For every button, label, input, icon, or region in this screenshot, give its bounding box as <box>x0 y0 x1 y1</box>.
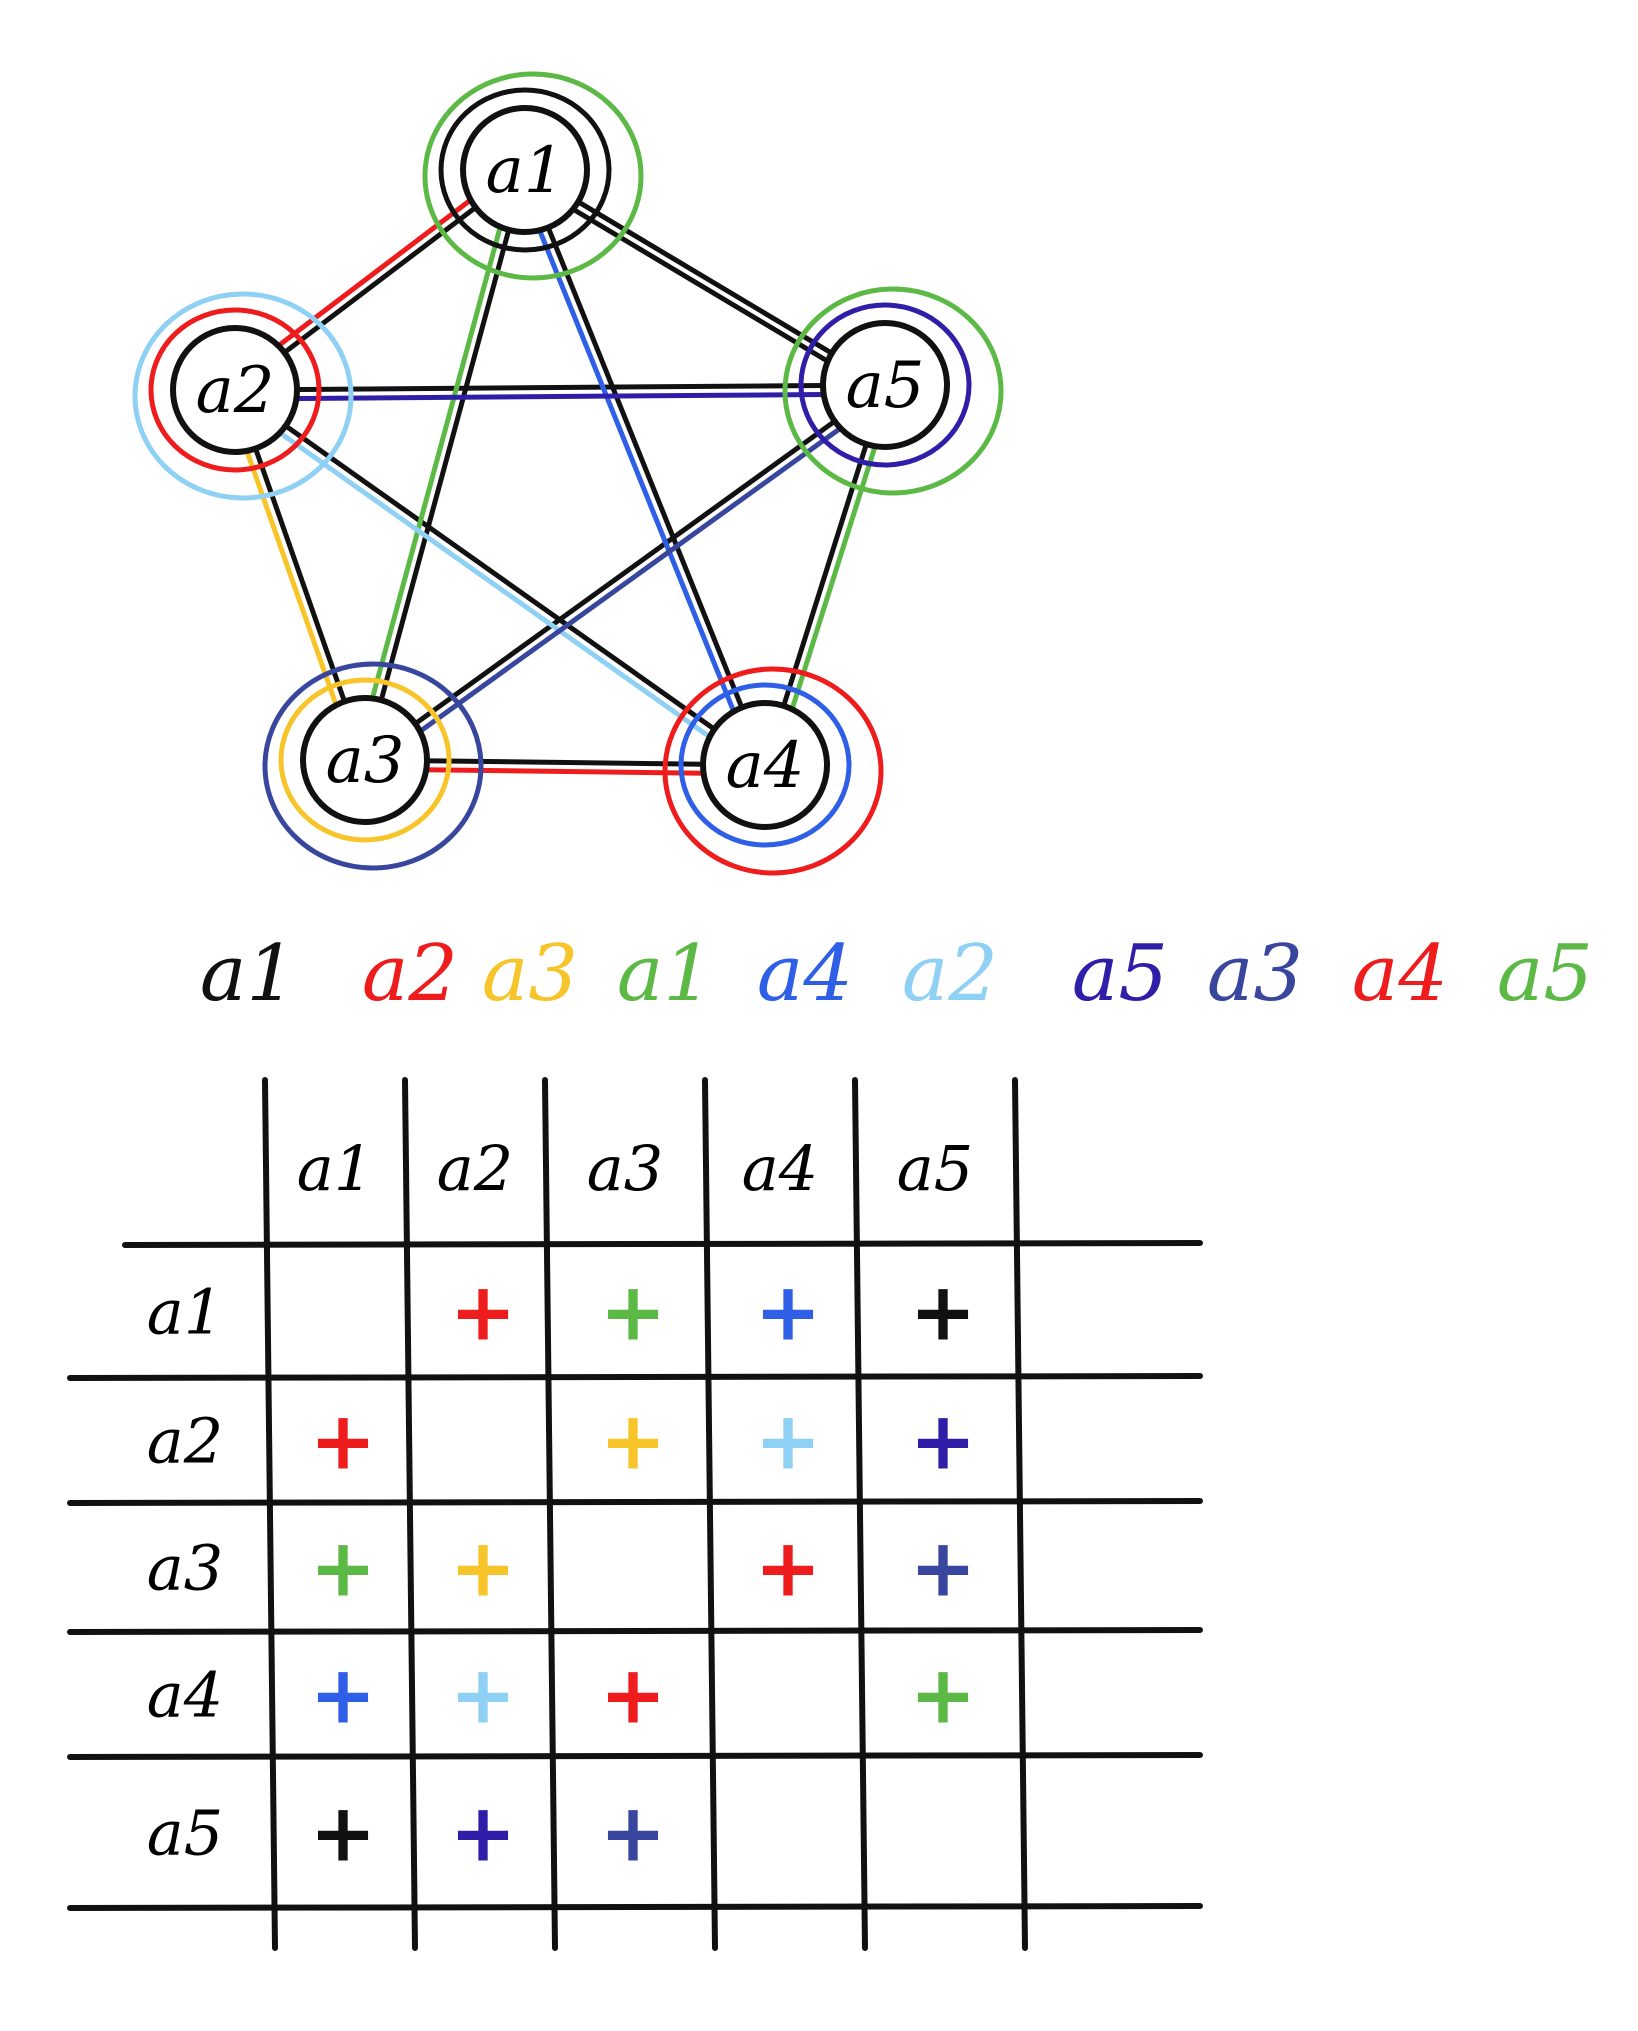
edge-a1-a3 <box>353 165 519 761</box>
row-header-a3: a3 <box>147 1532 223 1605</box>
table-vline-1 <box>262 1077 278 1951</box>
edge-a2-a4-base <box>232 387 768 768</box>
edge-a1-a3-base <box>362 167 528 763</box>
table-hline-6 <box>67 1903 1203 1911</box>
sequence-item-7: a5 <box>1072 929 1168 1019</box>
sequence-item-4: a1 <box>617 929 713 1019</box>
table-vline-4 <box>702 1077 718 1951</box>
col-header-a4: a4 <box>742 1132 818 1205</box>
table-vline-2 <box>402 1077 418 1951</box>
row-header-a2: a2 <box>147 1405 223 1478</box>
node-a4-label: a4 <box>726 729 805 803</box>
cell-mark-a2-a5: + <box>909 1395 976 1488</box>
node-ring-a5-1 <box>798 302 972 468</box>
sequence-item-5: a4 <box>757 929 853 1019</box>
cell-mark-a4-a3: + <box>599 1649 666 1742</box>
node-a5-circle <box>820 320 950 450</box>
cell-mark-a2-a3: + <box>599 1395 666 1488</box>
adjacency-table-headers: a1 a2 a3 a4 a5 a1 a2 a3 a4 a5 <box>147 1132 973 1870</box>
edge-a1-a4-base <box>522 167 768 768</box>
cell-mark-a5-a3: + <box>599 1787 666 1880</box>
edge-a2-a5 <box>232 391 888 402</box>
cell-mark-a1-a5: + <box>909 1266 976 1359</box>
col-header-a2: a2 <box>437 1132 513 1205</box>
sequence-item-2: a2 <box>362 929 458 1019</box>
table-hline-5 <box>67 1752 1203 1760</box>
edge-a2-a3 <box>224 390 360 766</box>
node-a2-circle <box>170 325 300 455</box>
edge-a1-a5-base <box>522 167 888 388</box>
col-header-a5: a5 <box>897 1132 973 1205</box>
edge-a3-a4-base <box>362 757 768 768</box>
node-a3-label: a3 <box>326 724 405 798</box>
sequence-item-6: a2 <box>902 929 998 1019</box>
adjacency-table-cells: + + + + + + + + + + + + + + + + + + + <box>309 1266 976 1880</box>
edge-a2-a5-base <box>232 382 888 393</box>
node-ring-a2-1 <box>148 307 322 473</box>
cell-mark-a5-a1: + <box>309 1787 376 1880</box>
node-a4-circle <box>700 700 830 830</box>
table-vline-3 <box>542 1077 558 1951</box>
col-header-a1: a1 <box>297 1132 373 1205</box>
cell-mark-a4-a2: + <box>449 1649 516 1742</box>
sequence-item-3: a3 <box>482 929 578 1019</box>
cell-mark-a1-a4: + <box>754 1266 821 1359</box>
row-header-a4: a4 <box>147 1659 223 1732</box>
cell-mark-a3-a2: + <box>449 1522 516 1615</box>
edge-a1-a5 <box>517 175 883 396</box>
cell-mark-a4-a5: + <box>909 1649 976 1742</box>
cell-mark-a5-a2: + <box>449 1787 516 1880</box>
node-a1-label: a1 <box>486 134 565 208</box>
table-hline-3 <box>67 1498 1203 1506</box>
node-a3-circle <box>300 695 430 825</box>
cell-mark-a2-a1: + <box>309 1395 376 1488</box>
cell-mark-a3-a4: + <box>754 1522 821 1615</box>
node-ring-a3-2 <box>262 661 484 871</box>
row-header-a5: a5 <box>147 1797 223 1870</box>
edge-a2-a3-base <box>232 387 368 763</box>
edge-a3-a4 <box>362 766 768 777</box>
color-sequence: a1 a2 a3 a1 a4 a2 a5 a3 a4 a5 <box>200 929 1593 1019</box>
cell-mark-a1-a2: + <box>449 1266 516 1359</box>
edge-a4-a5-base <box>762 382 888 768</box>
table-hline-1 <box>122 1240 1203 1248</box>
sequence-item-10: a5 <box>1497 929 1593 1019</box>
node-ring-a1-1 <box>438 87 612 253</box>
cell-mark-a3-a1: + <box>309 1522 376 1615</box>
sequence-item-8: a3 <box>1207 929 1303 1019</box>
node-ring-a5-2 <box>782 286 1004 496</box>
node-ring-a4-1 <box>678 682 852 848</box>
edge-a1-a4 <box>514 170 760 771</box>
adjacency-table-grid <box>67 1077 1203 1951</box>
node-ring-a2-2 <box>132 291 354 501</box>
sequence-item-9: a4 <box>1352 929 1448 1019</box>
col-header-a3: a3 <box>587 1132 663 1205</box>
edge-a2-a4 <box>227 394 763 775</box>
node-a2-label: a2 <box>196 354 275 428</box>
graph-edges <box>224 160 897 777</box>
edge-a4-a5 <box>771 385 897 771</box>
table-hline-4 <box>67 1627 1203 1635</box>
cell-mark-a1-a3: + <box>599 1266 666 1359</box>
table-hline-2 <box>67 1373 1203 1381</box>
node-a1-circle <box>460 105 590 235</box>
graph-node-rings <box>132 71 1004 876</box>
node-ring-a3-1 <box>278 677 452 843</box>
cell-mark-a4-a1: + <box>309 1649 376 1742</box>
graph-nodes: a1 a2 a3 a4 a5 <box>170 105 950 830</box>
node-ring-a1-2 <box>422 71 644 281</box>
sequence-item-1: a1 <box>200 929 296 1019</box>
table-vline-5 <box>852 1077 868 1951</box>
row-header-a1: a1 <box>147 1276 223 1349</box>
cell-mark-a3-a5: + <box>909 1522 976 1615</box>
table-vline-6 <box>1012 1077 1028 1951</box>
node-ring-a4-2 <box>662 666 884 876</box>
node-a5-label: a5 <box>846 349 925 423</box>
cell-mark-a2-a4: + <box>754 1395 821 1488</box>
